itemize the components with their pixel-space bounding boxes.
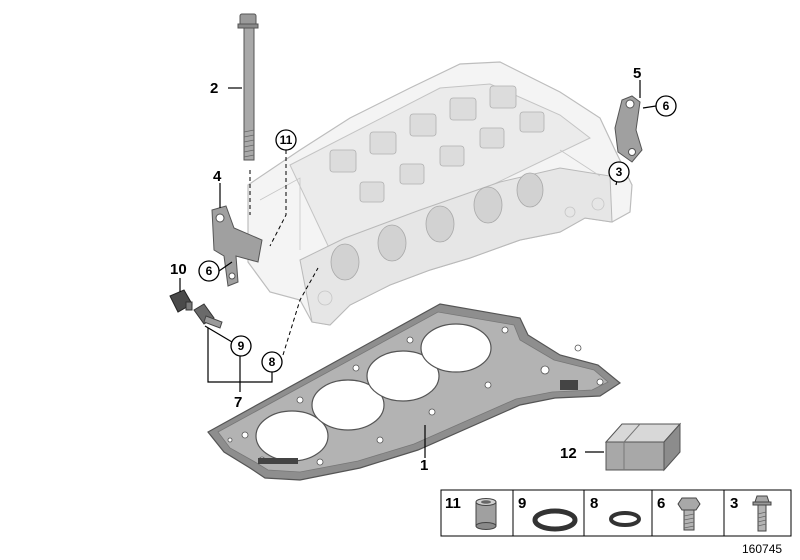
legend-number-9: 9 [518, 495, 526, 512]
callout-1: 1 [420, 457, 428, 474]
callout-2: 2 [210, 80, 218, 97]
callout-6-right: 6 [663, 99, 670, 113]
parts-legend: 11 9 8 6 3 [440, 489, 792, 537]
cylinder-head-bolt [237, 13, 259, 161]
callout-12: 12 [560, 445, 577, 462]
callout-8: 8 [269, 355, 276, 369]
callout-4: 4 [213, 168, 222, 185]
small-o-ring-icon [609, 511, 641, 527]
callout-11: 11 [280, 133, 293, 147]
hex-bolt-icon [677, 497, 701, 531]
dashed-guide-lines [249, 150, 319, 356]
legend-number-8: 8 [590, 495, 598, 512]
callout-circle-9: 9 [230, 335, 252, 357]
large-o-ring-icon [532, 508, 578, 532]
callout-10: 10 [170, 261, 187, 278]
dowel-sleeve-icon [475, 498, 497, 530]
lifting-bracket-right [614, 95, 643, 163]
callout-5: 5 [633, 65, 641, 82]
coolant-sensor [169, 289, 193, 313]
temperature-sensor [193, 303, 223, 329]
callout-circle-6-right: 6 [655, 95, 677, 117]
callout-3: 3 [616, 165, 623, 179]
legend-number-11: 11 [445, 495, 461, 512]
cylinder-head-gasket [207, 303, 622, 481]
callout-circle-8: 8 [261, 351, 283, 373]
callout-9: 9 [238, 339, 245, 353]
callout-circle-3: 3 [608, 161, 630, 183]
repair-kit-box [604, 422, 682, 472]
legend-number-6: 6 [657, 495, 665, 512]
callout-circle-11: 11 [275, 129, 297, 151]
flange-bolt-icon [752, 495, 772, 532]
callout-7: 7 [234, 394, 242, 411]
callout-6-left: 6 [206, 264, 213, 278]
callout-circle-6-left: 6 [198, 260, 220, 282]
diagram-reference-number: 160745 [742, 542, 782, 556]
cylinder-head [247, 61, 633, 326]
lifting-bracket-left [211, 205, 263, 287]
legend-number-3: 3 [730, 495, 738, 512]
